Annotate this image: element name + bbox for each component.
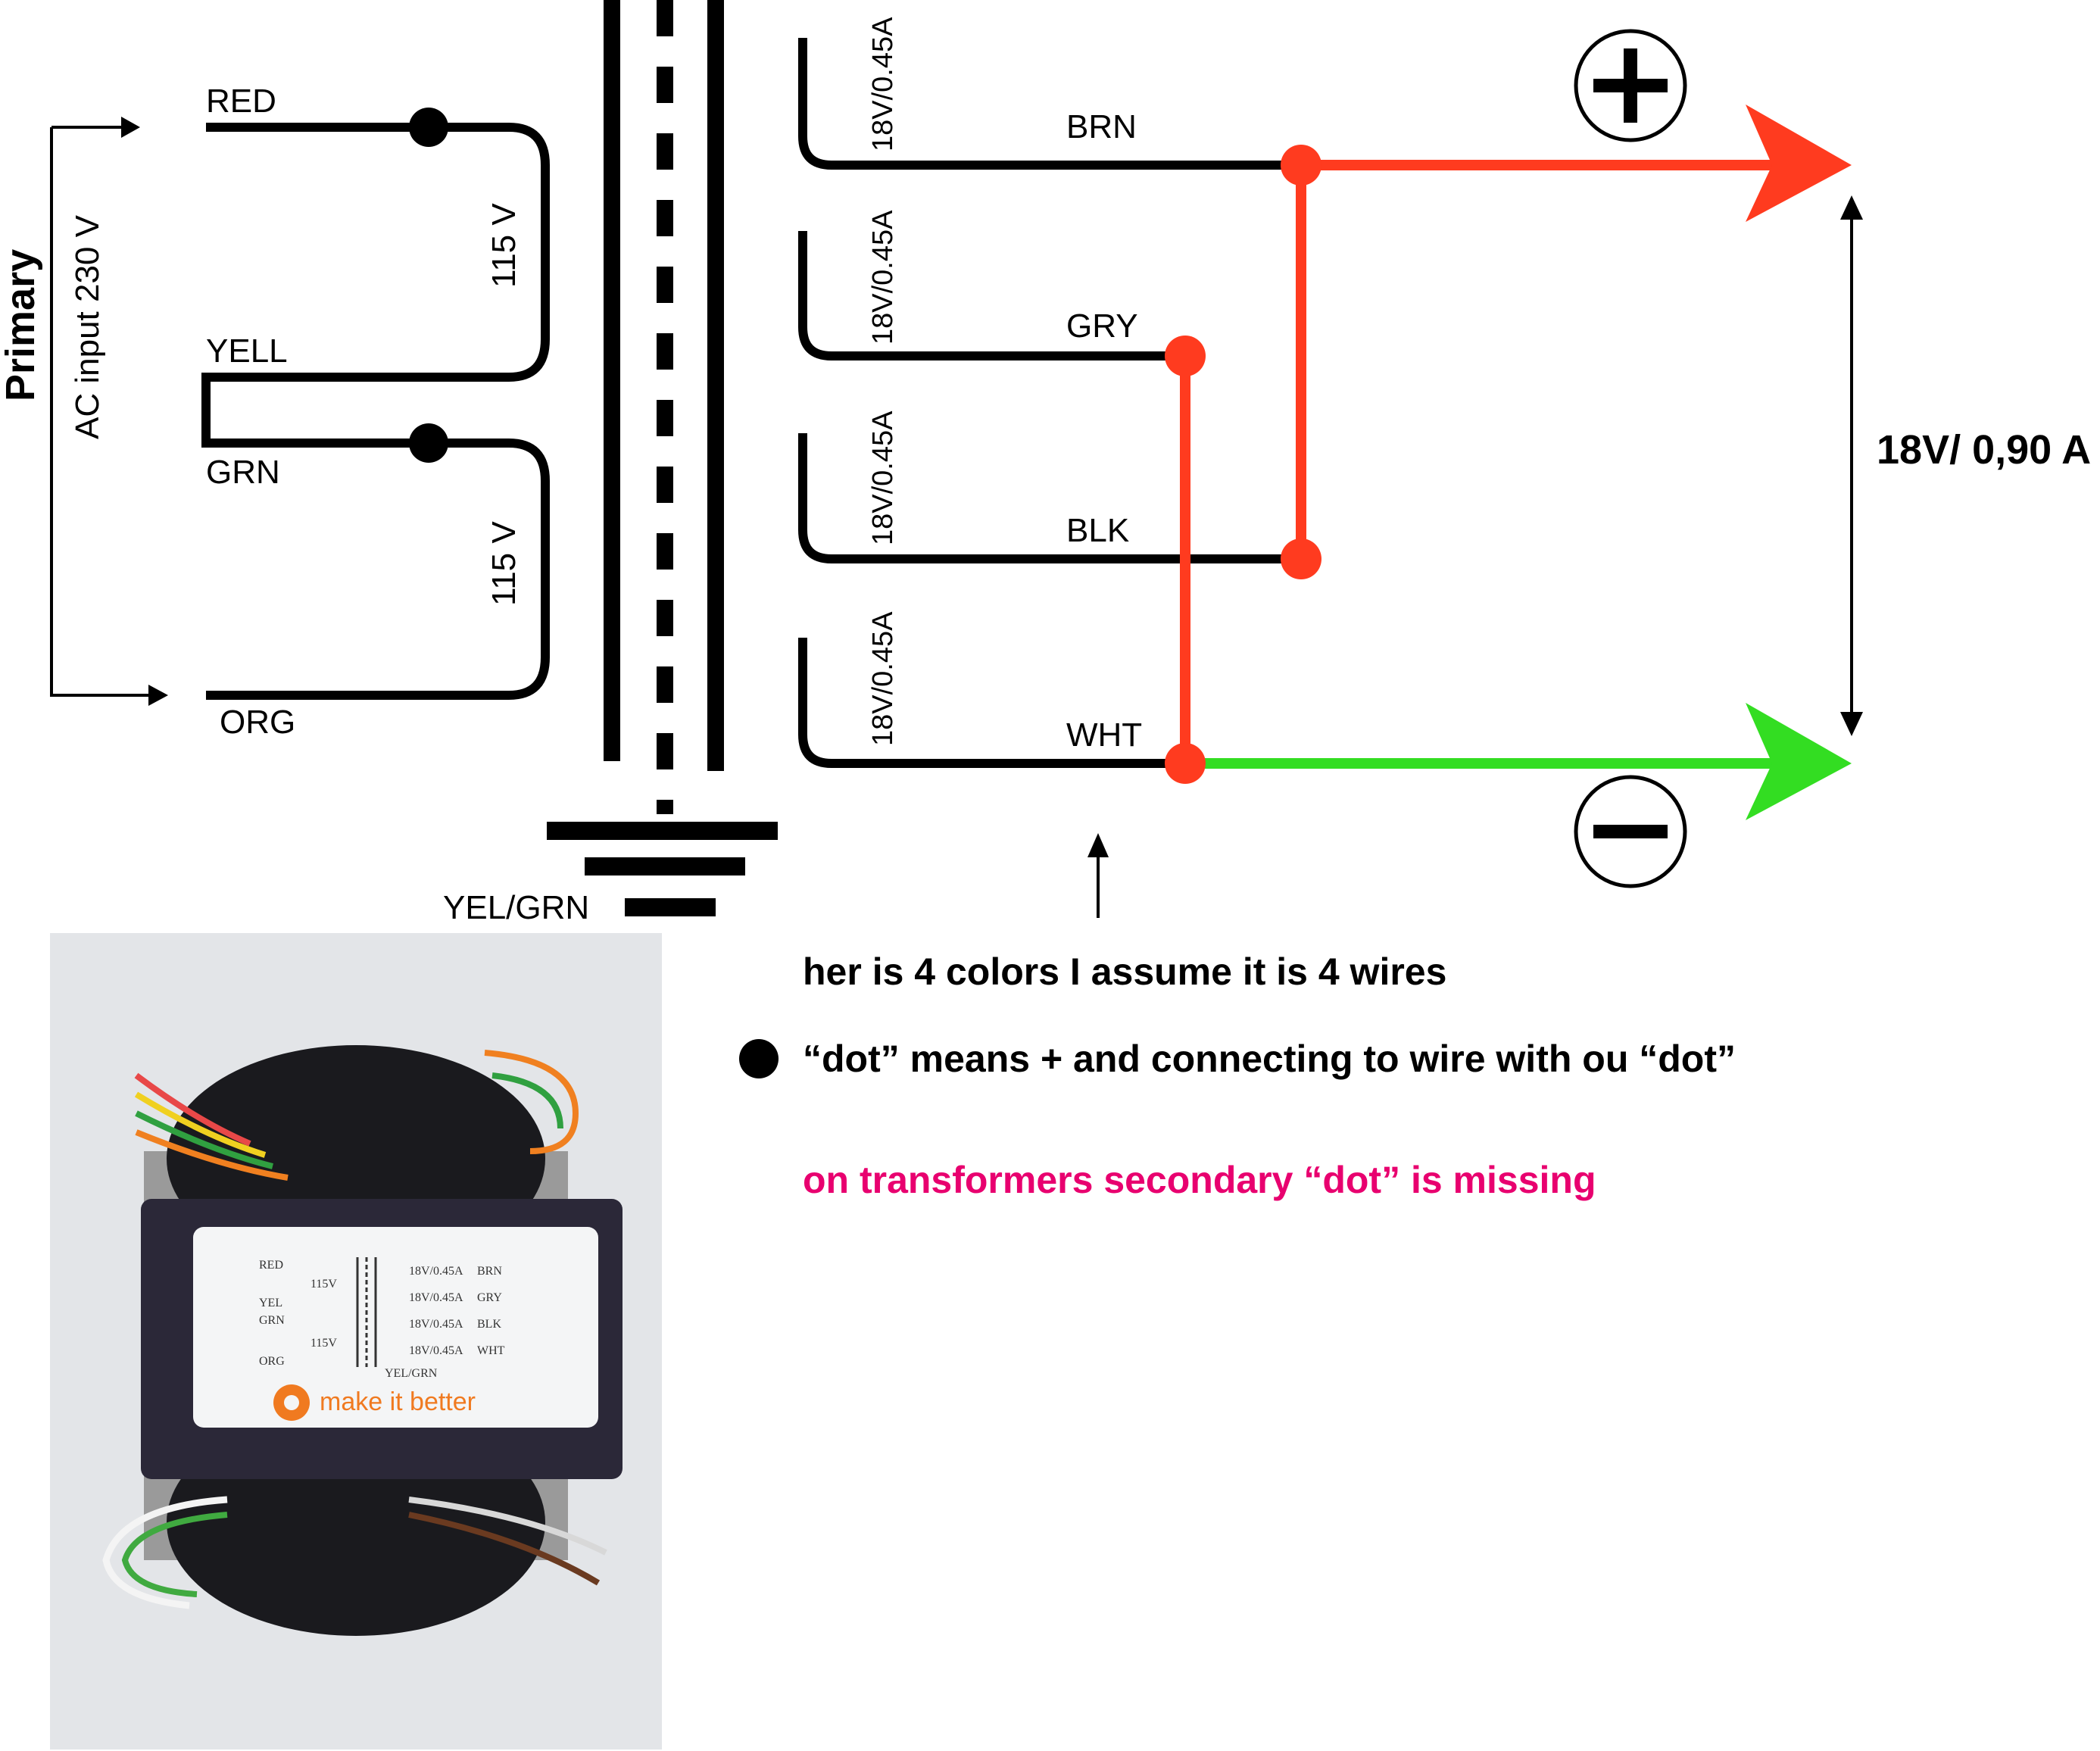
primary-winding-path — [201, 123, 550, 700]
junction-dot-blk — [1281, 538, 1321, 579]
photo-label-115v-1: 115V — [310, 1278, 337, 1291]
photo-label-115v-2: 115V — [310, 1337, 337, 1350]
secondary-rating-2: 18V/0.45A — [867, 210, 899, 345]
photo-label — [193, 1227, 598, 1428]
primary-dot-top — [409, 108, 448, 147]
wire-label-red: RED — [206, 83, 276, 120]
photo-label-ground: YEL/GRN — [385, 1367, 438, 1380]
output-rating: 18V/ 0,90 A — [1877, 427, 2091, 473]
wire-label-wht: WHT — [1066, 716, 1142, 754]
junction-dot-wht — [1165, 743, 1206, 784]
photo-label-grn: GRN — [259, 1314, 285, 1327]
photo-label-rating-3: 18V/0.45A — [409, 1318, 463, 1331]
photo-label-yel: YEL — [259, 1297, 282, 1309]
photo-label-rating-4: 18V/0.45A — [409, 1344, 463, 1357]
input-arrow-top — [121, 117, 140, 138]
primary-subtitle: AC input 230 V — [69, 214, 106, 439]
note-4-colors: her is 4 colors I assume it is 4 wires — [803, 950, 1446, 993]
minus-bar — [1593, 825, 1668, 838]
output-voltage-arrow-bottom — [1840, 712, 1863, 736]
ground-bar-3 — [625, 898, 716, 916]
photo-wire-white — [102, 1496, 228, 1609]
note-dot-meaning: “dot” means + and connecting to wire wit… — [803, 1038, 1736, 1080]
photo-wire-green-loop — [491, 1072, 563, 1129]
secondary-winding-gry — [798, 231, 1185, 360]
wire-label-gry: GRY — [1066, 307, 1138, 345]
ground-label: YEL/GRN — [443, 889, 589, 926]
secondary-winding-blk — [798, 433, 1301, 563]
photo-label-rating-2: 18V/0.45A — [409, 1291, 463, 1304]
photo-label-org: ORG — [259, 1355, 285, 1368]
photo-brand-logo-inner — [284, 1395, 299, 1410]
secondary-winding-brn — [798, 38, 1297, 170]
input-arrow-bottom — [148, 685, 168, 706]
wire-label-grn: GRN — [206, 454, 280, 491]
photo-wire-brown — [408, 1512, 601, 1586]
photo-wire-grey — [408, 1497, 607, 1556]
photo-wire-orange-loop — [484, 1050, 579, 1154]
primary-title: Primary — [0, 249, 43, 401]
output-voltage-arrow-top — [1840, 195, 1863, 220]
photo-wire-orange — [135, 1129, 289, 1181]
ground-bar-2 — [585, 857, 745, 876]
transformer-photo: RED YEL GRN ORG 115V 115V 18V/0.45A 18V/… — [50, 933, 662, 1749]
notes-section: her is 4 colors I assume it is 4 wires “… — [739, 833, 1736, 1201]
ground-bar-1 — [547, 822, 778, 840]
photo-label-wht: WHT — [477, 1344, 505, 1357]
winding-voltage-1: 115 V — [485, 203, 523, 288]
photo-wire-green — [135, 1110, 273, 1169]
photo-label-blk: BLK — [477, 1318, 501, 1331]
photo-wire-green-bottom — [121, 1512, 228, 1597]
note-dot-icon — [739, 1039, 779, 1078]
wire-label-yell: YELL — [206, 332, 288, 370]
plus-vertical — [1624, 48, 1637, 123]
input-bracket — [50, 126, 151, 697]
photo-label-brn: BRN — [477, 1265, 502, 1278]
primary-section: Primary AC input 230 V RED YELL GRN ORG … — [0, 83, 550, 741]
photo-label-gry: GRY — [477, 1291, 502, 1304]
secondary-rating-1: 18V/0.45A — [867, 17, 899, 151]
secondary-section: 18V/0.45A 18V/0.45A 18V/0.45A 18V/0.45A … — [798, 17, 2091, 888]
photo-wire-yellow — [134, 1091, 267, 1158]
photo-label-red: RED — [259, 1259, 283, 1272]
secondary-winding-wht — [798, 638, 1185, 768]
secondary-rating-3: 18V/0.45A — [867, 410, 899, 545]
photo-wire-red — [134, 1072, 251, 1147]
wire-label-org: ORG — [220, 704, 295, 741]
positive-output-arrow — [1746, 105, 1852, 222]
winding-voltage-2: 115 V — [485, 521, 523, 606]
secondary-rating-4: 18V/0.45A — [867, 611, 899, 746]
photo-label-rating-1: 18V/0.45A — [409, 1265, 463, 1278]
primary-dot-bottom — [409, 423, 448, 463]
transformer-core: YEL/GRN — [443, 0, 778, 926]
negative-output-arrow — [1746, 703, 1852, 820]
junction-dot-gry — [1165, 336, 1206, 376]
note-arrow-head — [1087, 833, 1109, 857]
junction-dot-brn — [1281, 145, 1321, 186]
photo-brand-text: make it better — [320, 1387, 476, 1416]
note-dot-missing: on transformers secondary “dot” is missi… — [803, 1159, 1596, 1201]
wire-label-blk: BLK — [1066, 512, 1129, 549]
wire-label-brn: BRN — [1066, 108, 1137, 145]
